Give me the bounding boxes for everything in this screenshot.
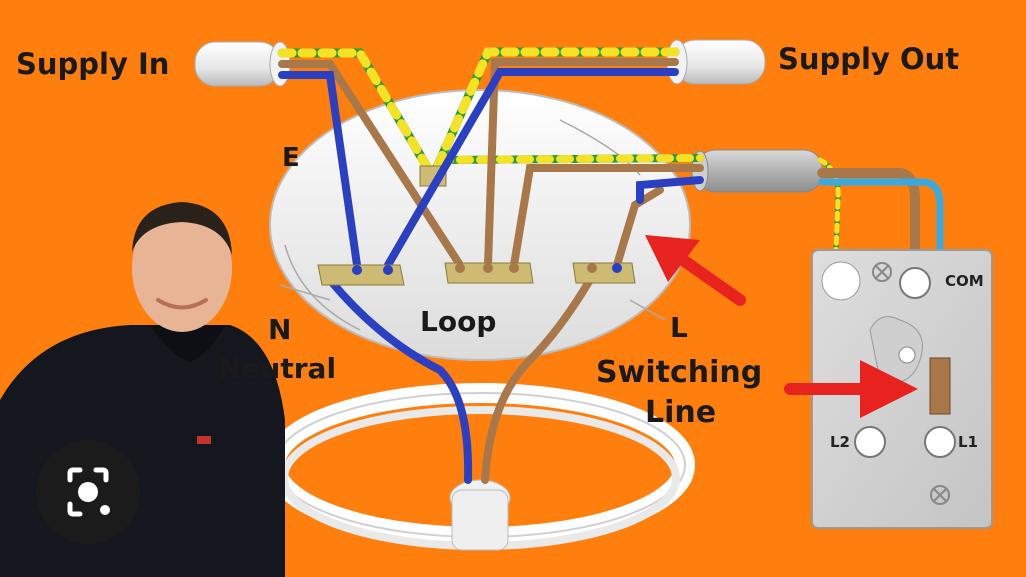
terminal-block-neutral bbox=[317, 264, 405, 286]
label-loop: Loop bbox=[420, 305, 497, 338]
arrow-to-switching-terminal bbox=[645, 235, 746, 306]
switch-drop-cable bbox=[691, 149, 823, 193]
label-neutral-letter: N bbox=[268, 313, 292, 346]
switch-line-wire bbox=[818, 178, 944, 454]
camera-lens-icon bbox=[67, 467, 110, 517]
terminal-block-switch-live bbox=[572, 262, 636, 284]
label-supply-out: Supply Out bbox=[778, 42, 960, 76]
label-supply-in: Supply In bbox=[16, 47, 170, 81]
arrow-to-switch-sleeve bbox=[784, 360, 918, 418]
terminal-block-loop bbox=[444, 262, 534, 284]
label-neutral-word: Neutral bbox=[218, 352, 337, 385]
lampholder-ring bbox=[265, 383, 695, 551]
neutral-wires bbox=[278, 68, 704, 484]
switch-terminal-com: COM bbox=[945, 272, 984, 290]
switch-terminal-l2: L2 bbox=[830, 433, 850, 451]
label-switching-line: Line bbox=[645, 395, 717, 430]
label-switching: Switching bbox=[596, 355, 763, 390]
label-live-letter: L bbox=[670, 311, 688, 344]
supply-out-cable bbox=[666, 39, 766, 85]
supply-in-cable bbox=[194, 41, 291, 87]
lens-search-button[interactable] bbox=[36, 440, 140, 544]
label-earth: E bbox=[282, 143, 300, 173]
switch-terminal-l1: L1 bbox=[958, 433, 978, 451]
